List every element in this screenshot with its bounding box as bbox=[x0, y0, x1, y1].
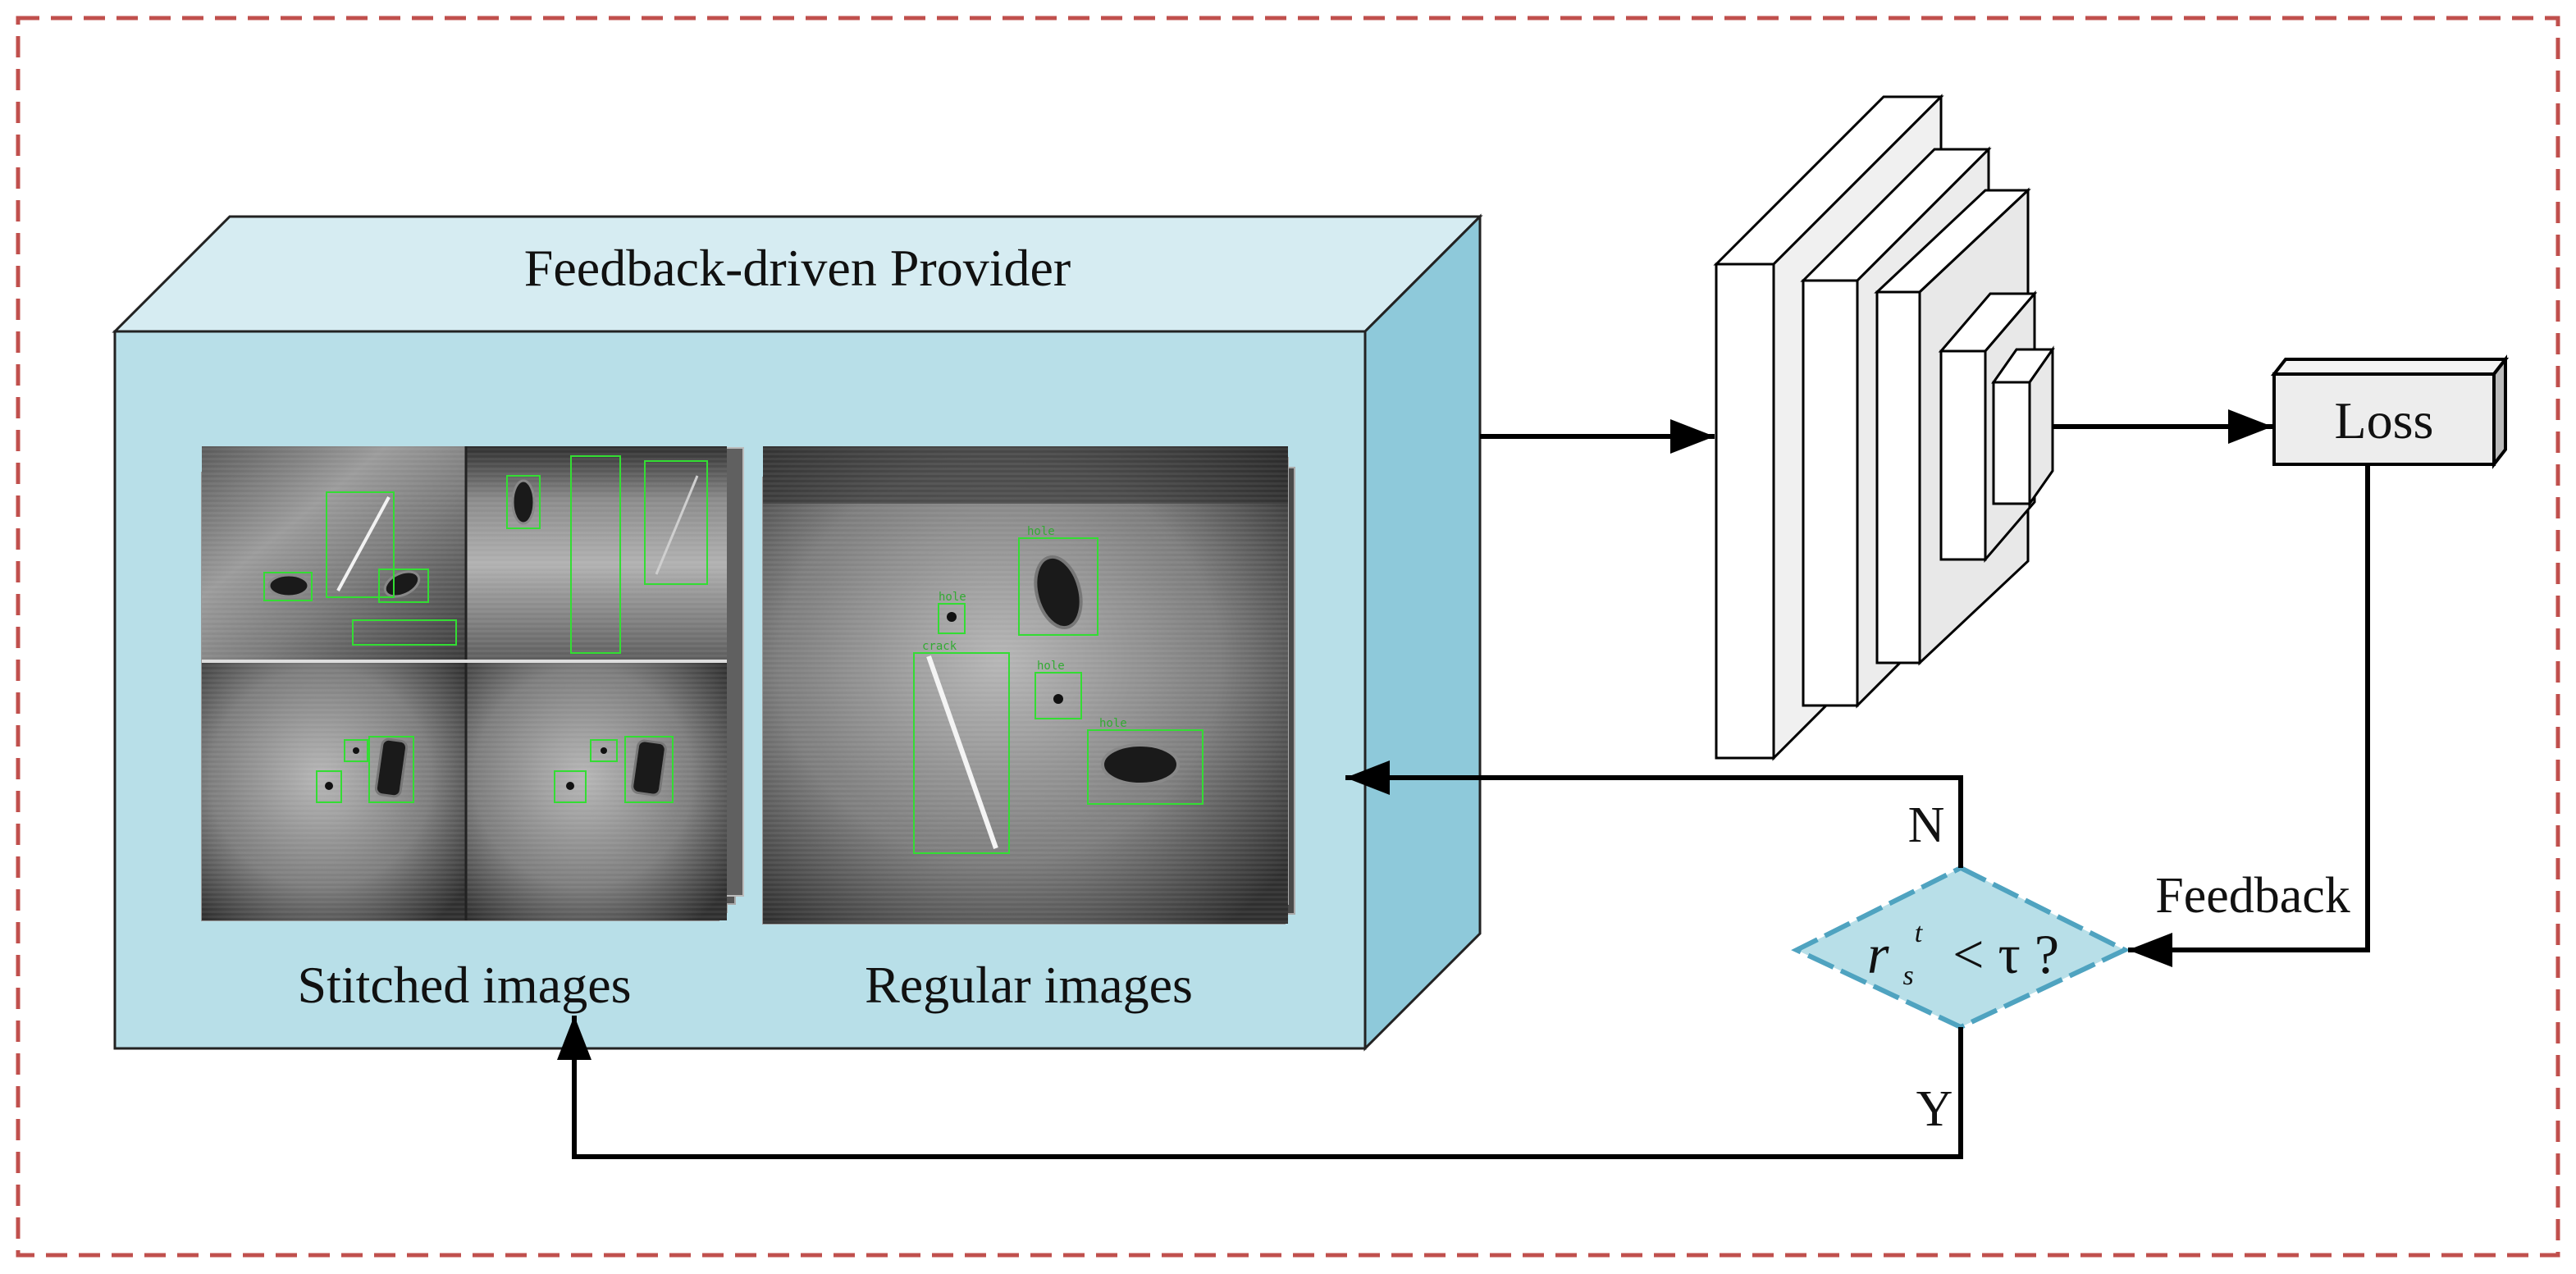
scanline-overlay bbox=[763, 446, 1288, 924]
decision-condition: r s t < τ ? bbox=[1867, 892, 2059, 997]
arrow-yes-branch bbox=[557, 1016, 1963, 1159]
defect-crack bbox=[336, 496, 391, 591]
bbox bbox=[1035, 672, 1082, 719]
regular-images-label: Regular images bbox=[865, 956, 1193, 1014]
bbox bbox=[644, 460, 708, 585]
defect-hole bbox=[1101, 743, 1180, 786]
bbox-label: hole bbox=[1037, 660, 1065, 673]
decision-diamond: r s t < τ ? bbox=[1791, 865, 2131, 1030]
provider-title: Feedback-driven Provider bbox=[524, 239, 1071, 297]
bbox-label: hole bbox=[1099, 717, 1127, 730]
arrow-no-branch bbox=[1345, 760, 1963, 868]
network-block-front bbox=[1939, 349, 1987, 561]
bbox bbox=[368, 736, 414, 803]
defect-hole bbox=[631, 739, 667, 797]
network-block-front bbox=[1875, 290, 1921, 664]
bbox bbox=[344, 739, 368, 762]
loss-box: Loss bbox=[2270, 354, 2510, 469]
outer-dashed-frame bbox=[16, 16, 2560, 1258]
defect-hole bbox=[325, 782, 333, 790]
bbox bbox=[913, 652, 1010, 854]
stitched-image-stack bbox=[201, 446, 744, 921]
loss-label: Loss bbox=[2335, 391, 2434, 450]
defect-hole bbox=[374, 737, 409, 798]
bbox-label: crack bbox=[922, 640, 957, 653]
bbox bbox=[326, 491, 395, 598]
defect-hole bbox=[1053, 694, 1063, 704]
defect-hole bbox=[353, 747, 359, 754]
defect-crack bbox=[926, 655, 998, 849]
network-block-front bbox=[1992, 381, 2031, 505]
bbox bbox=[1018, 537, 1098, 636]
bbox-label: hole bbox=[1027, 525, 1055, 538]
bbox bbox=[1087, 729, 1204, 805]
loss-box-side bbox=[2492, 354, 2507, 469]
condition-variable: r bbox=[1867, 923, 1889, 985]
defect-hole bbox=[267, 573, 310, 598]
defect-hole bbox=[566, 782, 574, 790]
arrow-feedback bbox=[2128, 466, 2370, 967]
defect-crack bbox=[655, 475, 699, 575]
bbox-label: hole bbox=[939, 591, 966, 604]
no-branch-label: N bbox=[1908, 797, 1945, 853]
bbox bbox=[938, 603, 966, 634]
bbox bbox=[570, 455, 621, 654]
bbox bbox=[378, 569, 429, 603]
scanline-overlay bbox=[202, 446, 727, 920]
defect-hole bbox=[947, 612, 957, 622]
bbox bbox=[263, 572, 313, 601]
loss-box-front bbox=[2272, 372, 2496, 466]
bbox bbox=[554, 770, 587, 803]
condition-superscript: t bbox=[1915, 918, 1924, 948]
defect-hole bbox=[511, 479, 536, 525]
condition-subscript: s bbox=[1902, 961, 1913, 991]
bbox bbox=[624, 736, 674, 803]
stitched-images-label: Stitched images bbox=[297, 956, 631, 1014]
yes-branch-label: Y bbox=[1916, 1081, 1953, 1137]
defect-hole bbox=[601, 747, 607, 754]
network-blocks bbox=[1713, 94, 2055, 761]
feedback-label: Feedback bbox=[2155, 868, 2350, 924]
regular-image-stack: hole hole hole crack hole bbox=[762, 446, 1295, 925]
bbox bbox=[590, 739, 618, 762]
network-block-front bbox=[1802, 279, 1859, 707]
loss-box-top bbox=[2270, 358, 2510, 376]
condition-rest: < τ ? bbox=[1953, 923, 2059, 985]
provider-box-side bbox=[1363, 213, 1482, 1052]
bbox bbox=[506, 475, 541, 529]
defect-hole bbox=[1034, 555, 1083, 630]
network-block-front bbox=[1715, 263, 1775, 760]
bbox bbox=[316, 770, 342, 803]
bbox bbox=[352, 619, 457, 646]
